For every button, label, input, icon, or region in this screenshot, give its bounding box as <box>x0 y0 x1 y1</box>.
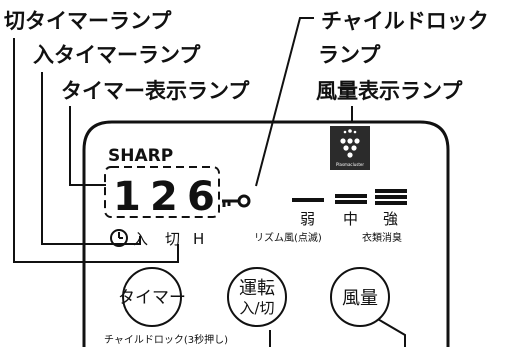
fan-level-bars <box>292 189 407 205</box>
control-panel-outline <box>82 120 450 347</box>
callout-airflow-display-lamp: 風量表示ランプ <box>316 79 463 103</box>
fan-sublabel-deodorize: 衣類消臭 <box>362 231 402 244</box>
fan-level-strong: 強 <box>383 210 398 228</box>
leader-off-timer <box>13 38 179 263</box>
power-button-sublabel: 入/切 <box>239 299 274 317</box>
fan-bar-mid-2 <box>335 200 367 204</box>
fan-bar-mid-1 <box>335 194 367 198</box>
key-icon <box>222 194 251 208</box>
timer-digit-2: 2 <box>150 174 178 220</box>
fan-sublabel-rhythm: リズム風(点滅) <box>254 231 322 244</box>
fan-bar-strong-2 <box>375 195 407 199</box>
timer-button-sublabel: チャイルドロック(3秒押し) <box>104 333 228 346</box>
fan-bar-weak <box>292 198 324 202</box>
leader-airflow-button <box>375 317 406 347</box>
callout-off-timer-lamp: 切タイマーランプ <box>4 9 172 33</box>
airflow-button[interactable]: 風量 <box>330 267 390 327</box>
power-button-label: 運転 <box>239 278 275 299</box>
brand-logo: SHARP <box>108 146 173 166</box>
timer-button-label: タイマー <box>118 288 186 308</box>
leader-lines <box>13 17 406 347</box>
indicator-on: 入 <box>133 230 148 248</box>
power-button[interactable]: 運転 入/切 <box>227 267 287 327</box>
fan-bar-strong-1 <box>375 189 407 193</box>
timer-button[interactable]: タイマー <box>118 267 186 327</box>
indicator-hour: H <box>193 230 204 248</box>
plasmacluster-label: Plasmacluster <box>336 162 364 167</box>
callout-child-lock-lamp-line1: チャイルドロック <box>321 9 489 33</box>
leader-timer-display <box>69 106 106 186</box>
airflow-button-label: 風量 <box>342 288 378 309</box>
timer-digit-1: 1 <box>113 174 141 220</box>
leader-on-timer <box>41 72 141 245</box>
indicator-off: 切 <box>165 230 180 248</box>
leader-child-lock <box>255 17 314 187</box>
callout-on-timer-lamp: 入タイマーランプ <box>33 43 201 67</box>
clock-icon <box>110 229 128 247</box>
fan-bar-strong-3 <box>375 201 407 205</box>
timer-display-frame <box>104 166 220 218</box>
timer-digit-3: 6 <box>187 174 215 220</box>
callout-timer-display-lamp: タイマー表示ランプ <box>61 79 250 103</box>
callout-child-lock-lamp-line2: ランプ <box>318 43 381 67</box>
fan-level-mid: 中 <box>343 210 358 228</box>
fan-level-weak: 弱 <box>300 210 315 228</box>
plasmacluster-logo: Plasmacluster <box>330 126 370 170</box>
